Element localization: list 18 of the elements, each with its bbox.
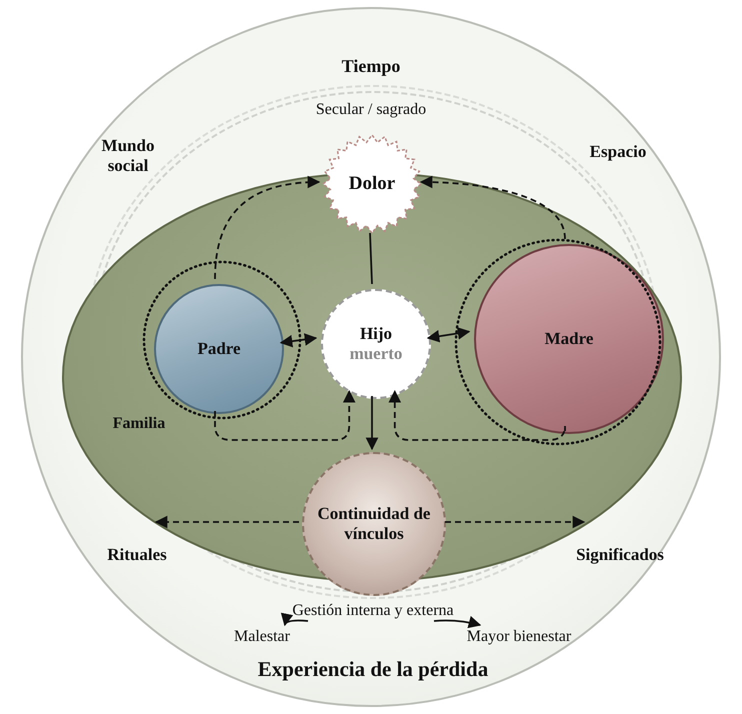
side-label: Tiempo — [340, 56, 402, 78]
node-subtitle: muerto — [350, 344, 402, 364]
node-label: Experiencia de la pérdida — [256, 657, 490, 682]
node-label: Padre — [197, 338, 241, 360]
side-label: Espacio — [588, 142, 648, 162]
node-label: Gestión interna y externa — [292, 601, 454, 621]
node-label: Mayor bienestar — [466, 627, 572, 647]
node-label: Continuidad de vínculos — [316, 504, 432, 544]
starburst-shape — [322, 134, 422, 234]
node-label: Dolor — [348, 172, 396, 196]
side-label: Mundo social — [100, 136, 156, 177]
side-label: Rituales — [106, 545, 168, 566]
node-label: Familia — [112, 414, 166, 434]
node-label: Malestar — [234, 627, 290, 647]
node-label: Madre — [544, 328, 594, 350]
side-label: Secular / sagrado — [314, 100, 428, 120]
side-label: Significados — [575, 545, 665, 566]
node-label: Hijo — [360, 324, 392, 344]
